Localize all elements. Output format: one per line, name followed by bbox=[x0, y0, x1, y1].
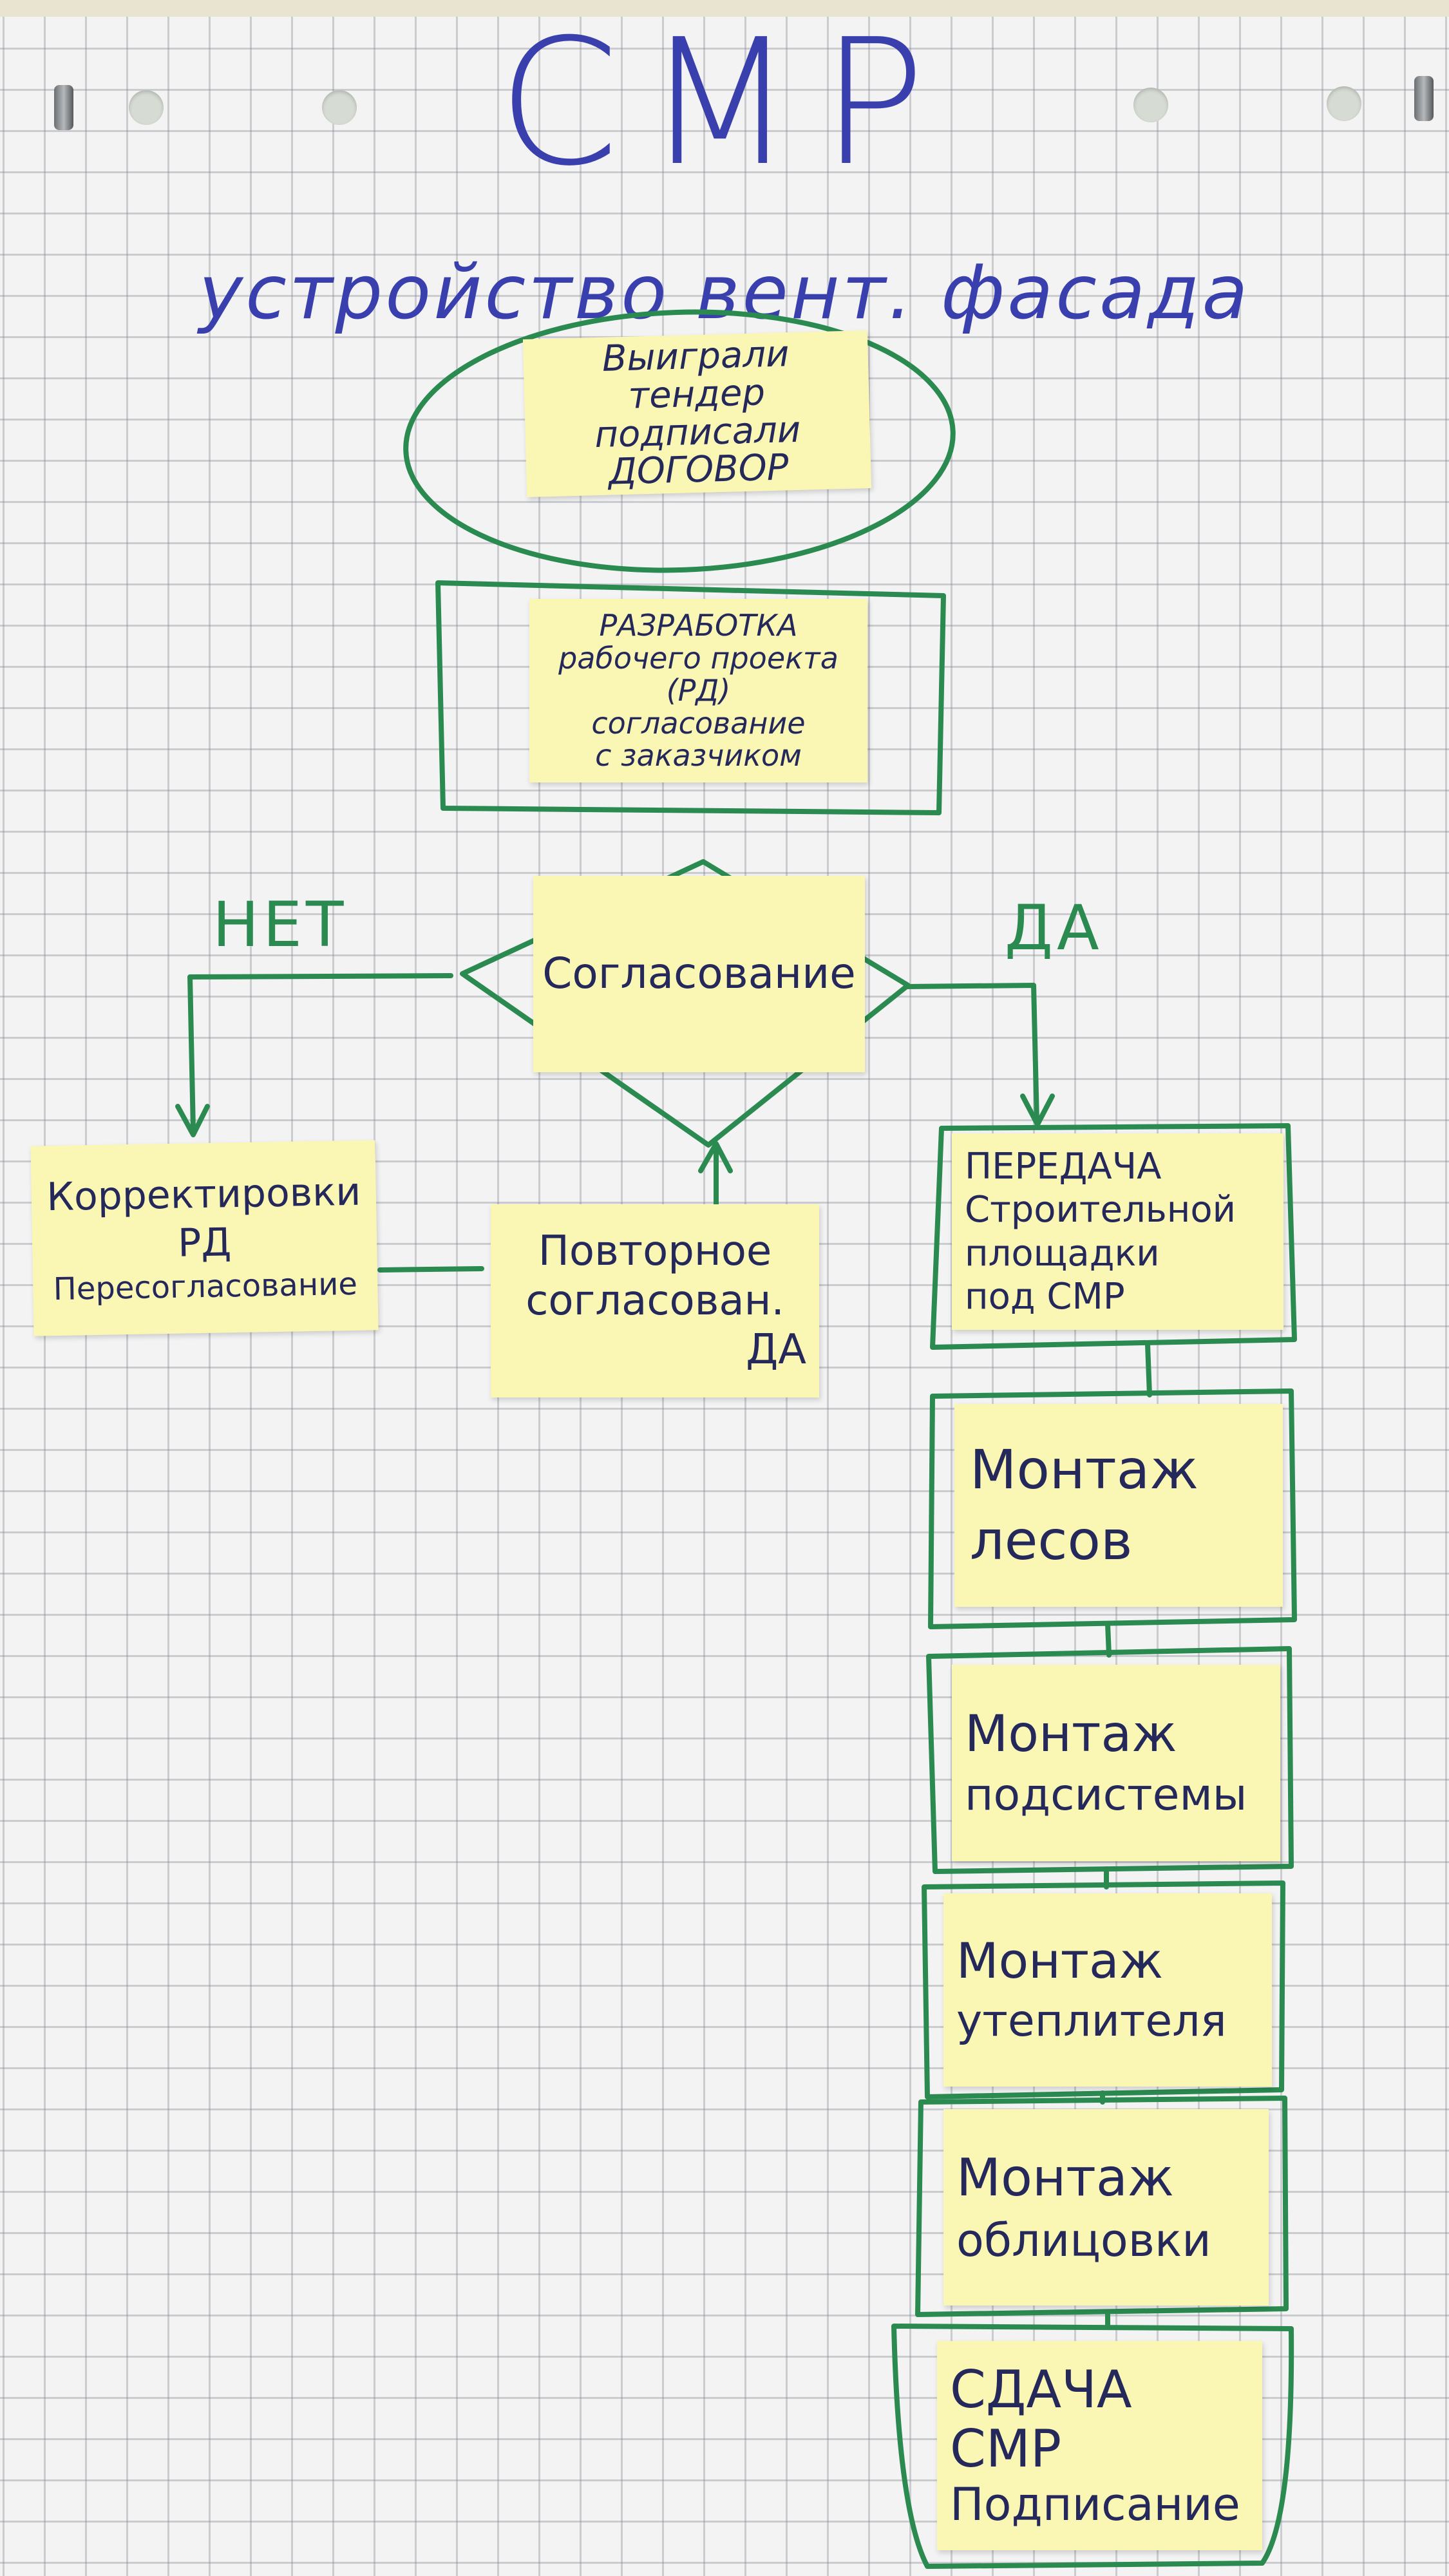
cladding-box-outline bbox=[915, 2096, 1289, 2317]
node-line: ДОГОВОР bbox=[608, 446, 790, 493]
node-handover: ПЕРЕДАЧА Строительной площадки под СМР bbox=[952, 1133, 1283, 1330]
node-delivery: СДАЧА СМР Подписание bbox=[937, 2341, 1262, 2550]
binder-pin bbox=[54, 85, 73, 130]
paper-top-edge bbox=[0, 0, 1449, 17]
design-box-outline bbox=[435, 580, 946, 815]
delivery-box-outline bbox=[891, 2324, 1294, 2569]
binder-pin bbox=[1414, 76, 1434, 121]
connector-yes-branch bbox=[904, 983, 1039, 1124]
binder-hole bbox=[1133, 88, 1168, 122]
arrowhead-decision bbox=[698, 1141, 733, 1173]
node-line: тендер bbox=[627, 371, 766, 417]
node-line: Монтаж bbox=[970, 1438, 1198, 1502]
connector-scaffold-subsystem bbox=[1105, 1622, 1112, 1658]
handover-box-outline bbox=[930, 1123, 1297, 1350]
node-line: площадки bbox=[965, 1232, 1160, 1274]
node-cladding: Монтаж облицовки bbox=[943, 2109, 1269, 2306]
edge-label-no: НЕТ bbox=[213, 889, 348, 961]
node-line: согласован. bbox=[526, 1276, 784, 1325]
node-design: РАЗРАБОТКА рабочего проекта (РД) согласо… bbox=[529, 599, 867, 782]
node-line: подсистемы bbox=[965, 1770, 1247, 1821]
node-scaffold: Монтаж лесов bbox=[954, 1404, 1283, 1607]
node-reapproval: Повторное согласован. ДА bbox=[491, 1204, 819, 1397]
node-start: Выиграли тендер подписали ДОГОВОР bbox=[522, 330, 872, 497]
node-line: РАЗРАБОТКА bbox=[599, 608, 798, 643]
binder-hole bbox=[1327, 86, 1361, 121]
edge-label-yes: ДА bbox=[1005, 892, 1103, 964]
node-line: Подписание bbox=[950, 2478, 1240, 2532]
node-line: ДА bbox=[746, 1326, 806, 1374]
node-corrections: Корректировки РД Пересогласование bbox=[30, 1140, 379, 1336]
scaffold-box-outline bbox=[928, 1388, 1297, 1629]
node-line: облицовки bbox=[956, 2214, 1211, 2267]
insulation-box-outline bbox=[922, 1880, 1285, 2099]
start-ellipse-outline bbox=[403, 309, 956, 573]
node-line: СДАЧА bbox=[950, 2360, 1132, 2420]
node-line: Согласование bbox=[542, 949, 856, 999]
node-line: лесов bbox=[970, 1508, 1133, 1572]
page-title: СМР bbox=[497, 1, 952, 204]
subsystem-box-outline bbox=[926, 1646, 1294, 1874]
node-line: Корректировки bbox=[46, 1169, 361, 1220]
binder-hole bbox=[129, 90, 164, 125]
node-insulation: Монтаж утеплителя bbox=[943, 1893, 1272, 2087]
page-subtitle: устройство вент. фасада bbox=[198, 249, 1251, 336]
node-subsystem: Монтаж подсистемы bbox=[952, 1665, 1280, 1861]
node-line: рабочего проекта bbox=[558, 640, 838, 676]
node-decision: Согласование bbox=[533, 876, 865, 1072]
node-line: Строительной bbox=[965, 1189, 1236, 1231]
node-line: РД bbox=[177, 1219, 232, 1266]
connector-corrections-reapproval bbox=[377, 1266, 484, 1273]
node-line: Повторное bbox=[538, 1227, 772, 1275]
arrowhead-handover bbox=[1020, 1094, 1055, 1127]
connector-handover-scaffold bbox=[1145, 1342, 1152, 1397]
node-line: с заказчиком bbox=[595, 738, 802, 773]
node-line: (РД) bbox=[666, 673, 731, 708]
node-line: Монтаж bbox=[956, 2148, 1174, 2208]
node-line: Монтаж bbox=[956, 1932, 1164, 1990]
arrowhead-corrections bbox=[175, 1104, 210, 1137]
node-line: утеплителя bbox=[956, 1996, 1227, 2047]
node-line: СМР bbox=[950, 2419, 1062, 2479]
node-line: Пересогласование bbox=[53, 1265, 358, 1307]
binder-hole bbox=[322, 90, 357, 125]
node-line: под СМР bbox=[965, 1275, 1125, 1318]
connector-no-branch bbox=[187, 973, 453, 1133]
node-line: ПЕРЕДАЧА bbox=[965, 1146, 1162, 1188]
node-line: согласование bbox=[591, 705, 806, 741]
node-line: Монтаж bbox=[965, 1705, 1177, 1763]
